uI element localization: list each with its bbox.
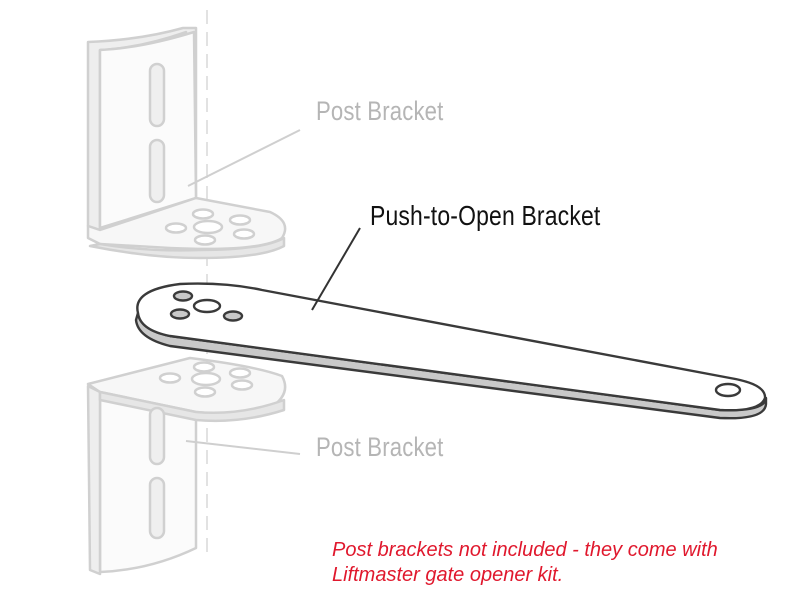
label-post-bracket-bottom: Post Bracket bbox=[316, 432, 444, 462]
label-post-bracket-top: Post Bracket bbox=[316, 96, 444, 126]
label-push-to-open-bracket: Push-to-Open Bracket bbox=[370, 200, 601, 231]
post-bracket-top bbox=[86, 26, 287, 260]
note-text: Post brackets not included - they come w… bbox=[332, 538, 718, 588]
post-bracket-bottom bbox=[86, 356, 287, 576]
leader-line-post-bottom bbox=[185, 440, 301, 455]
note-line-2: Liftmaster gate opener kit. bbox=[332, 564, 564, 586]
leader-line-push bbox=[311, 227, 361, 311]
note-line-1: Post brackets not included - they come w… bbox=[332, 539, 718, 561]
leader-line-post-top bbox=[187, 129, 301, 187]
push-to-open-bracket bbox=[134, 282, 768, 420]
